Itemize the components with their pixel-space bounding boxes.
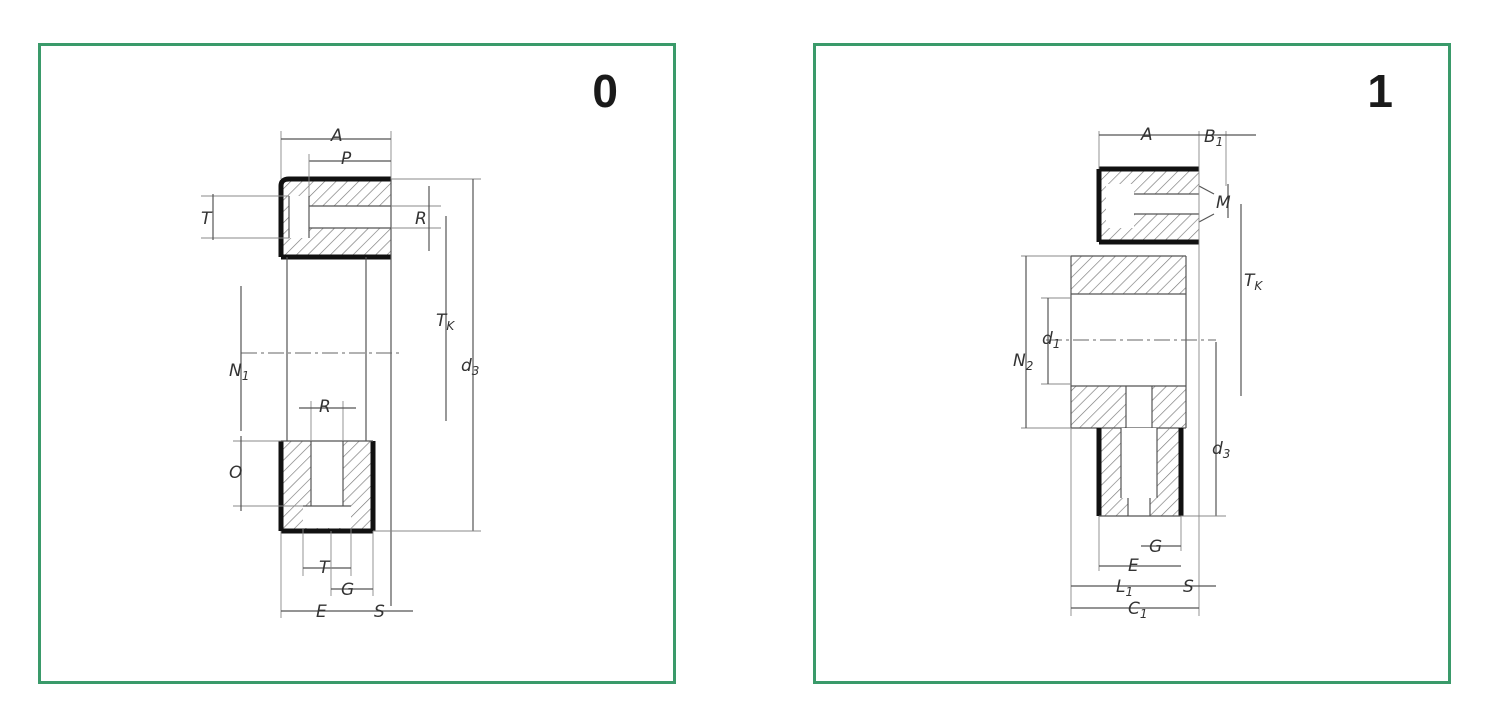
dim-A: A [330,126,343,146]
dim-B1: B1 [1204,127,1223,149]
dim-Tk: TK [1244,271,1263,293]
dim-M: M [1216,193,1231,213]
dim-N2: N2 [1013,351,1033,373]
dim-S: S [1183,577,1194,597]
dim-T: T [201,209,213,229]
panel-number: 0 [592,65,618,117]
top-section [278,176,391,260]
diagram-panel-0: 0 [38,43,676,684]
dim-R: R [415,209,427,229]
dim-d3: d3 [1212,439,1230,461]
diagram-panel-1: 1 [813,43,1451,684]
dim-C1: C1 [1128,599,1148,621]
dim-R2: R [319,397,331,417]
dim-d1: d1 [1042,329,1060,351]
dim-O: O [229,463,242,483]
dim-P: P [341,149,352,169]
bottom-section [278,440,376,534]
dim-Tk: TK [436,311,455,333]
dim-L1: L1 [1116,577,1133,599]
panel-number: 1 [1367,65,1393,117]
dim-A: A [1140,125,1153,145]
dim-E: E [1128,556,1139,576]
top-section [1096,166,1215,245]
dim-G: G [341,580,354,600]
technical-drawing-1: A B1 M TK d3 N2 d1 G E L1 S [1013,125,1263,621]
hub-section [1070,255,1187,429]
bottom-section [1096,428,1184,517]
dim-d3: d3 [461,356,479,378]
dim-S: S [374,602,385,622]
technical-drawing-0: A P T R TK d3 N1 O R [201,126,481,622]
dim-G: G [1149,537,1162,557]
dim-E: E [316,602,327,622]
dim-T2: T [319,558,331,578]
dim-N1: N1 [229,361,249,383]
